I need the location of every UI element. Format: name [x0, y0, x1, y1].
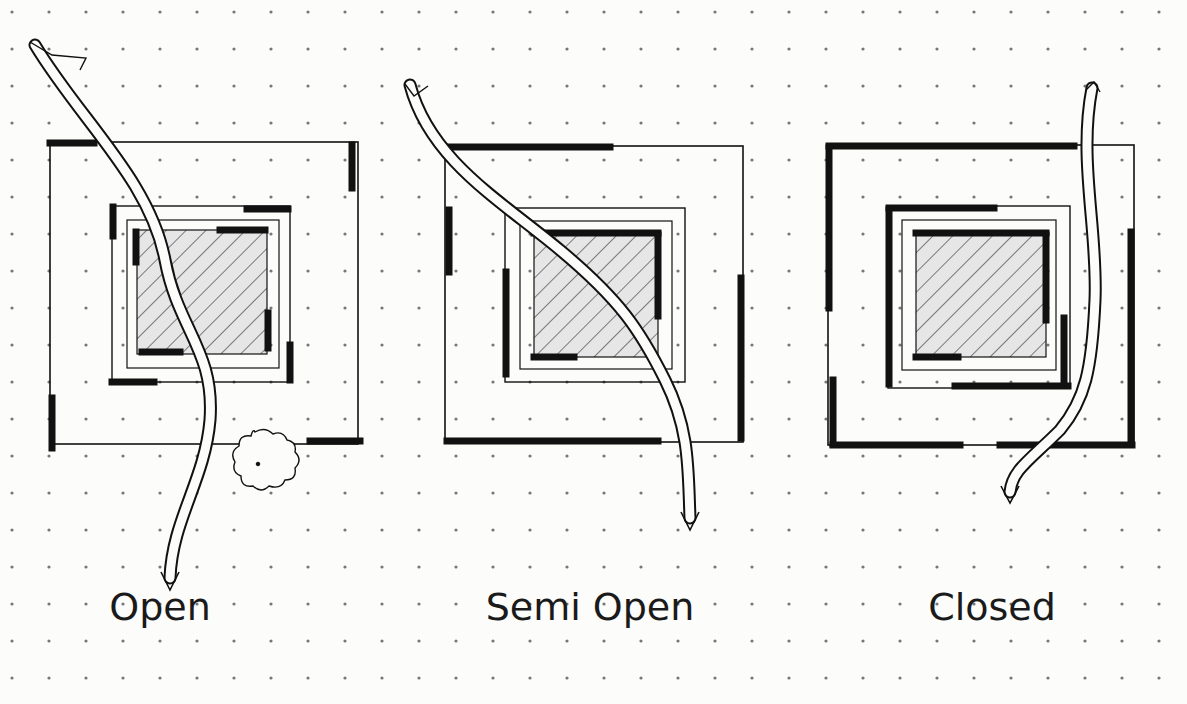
panel-label: Closed: [928, 587, 1056, 629]
panel-label: Open: [109, 587, 211, 629]
open-plan: [30, 42, 360, 590]
semi-open-plan: [405, 84, 743, 530]
closed-plan: [828, 82, 1134, 503]
panel-label: Semi Open: [486, 587, 695, 629]
